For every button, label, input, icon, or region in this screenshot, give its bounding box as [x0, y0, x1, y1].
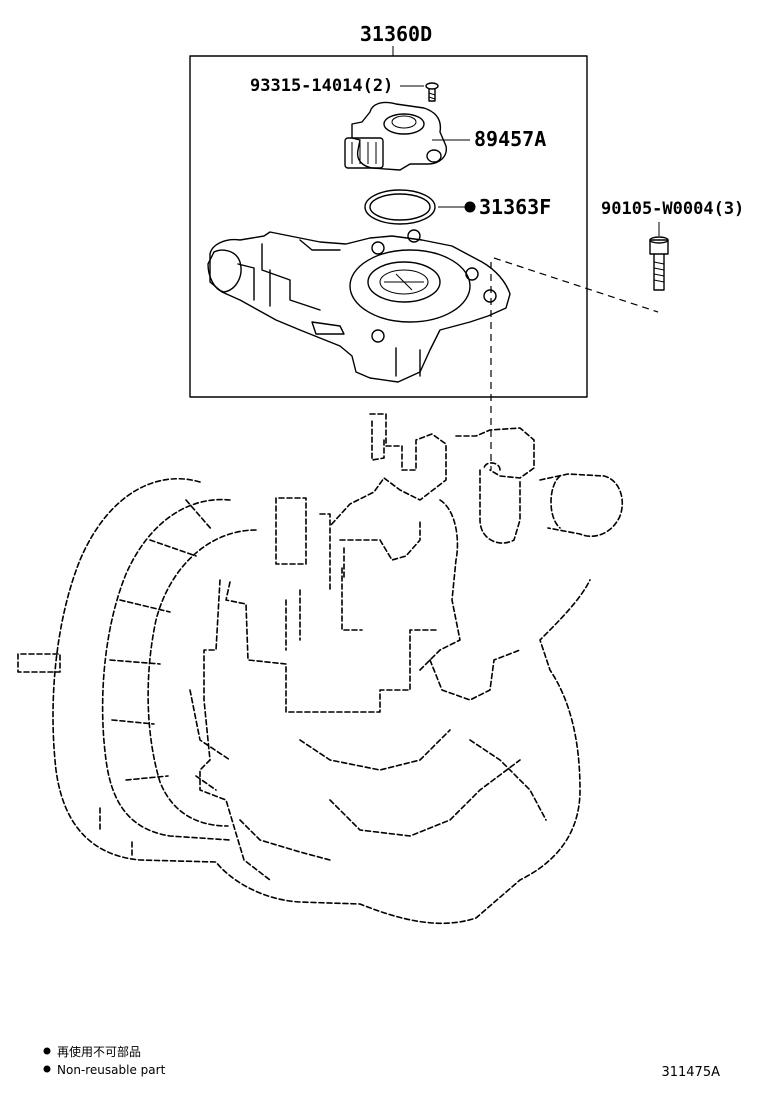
- solenoid-body-icon: [207, 229, 511, 383]
- installation-leader-lines: [490, 257, 659, 470]
- transaxle-phantom-outline: [17, 413, 624, 925]
- assembly-part-number[interactable]: 31360D: [360, 22, 432, 46]
- screw-icon: [425, 82, 439, 102]
- illustration-id: 311475A: [661, 1065, 720, 1080]
- legend: 再使用不可部品 Non-reusable part: [43, 1044, 166, 1077]
- o-ring-icon: [364, 189, 436, 225]
- assembly-box: [189, 55, 588, 398]
- bolt-icon: [649, 236, 669, 291]
- legend-dot-icon: [43, 1065, 51, 1073]
- sensor-part-number[interactable]: 89457A: [474, 127, 546, 151]
- speed-sensor-icon: [344, 101, 447, 171]
- legend-japanese-text: 再使用不可部品: [57, 1044, 141, 1059]
- bolt-part-number[interactable]: 90105-W0004(3): [601, 199, 744, 219]
- o-ring-part-number[interactable]: 31363F: [479, 195, 551, 219]
- legend-english-text: Non-reusable part: [57, 1063, 166, 1077]
- screw-part-number[interactable]: 93315-14014(2): [250, 76, 393, 96]
- non-reusable-marker: [464, 201, 476, 213]
- legend-dot-icon: [43, 1047, 51, 1055]
